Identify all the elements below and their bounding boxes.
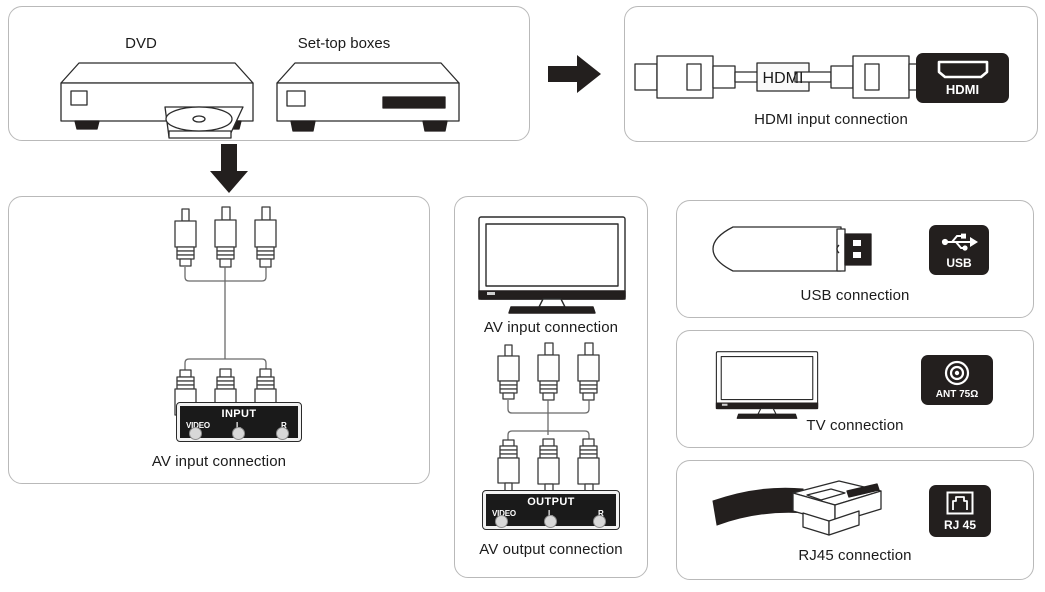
output-jack-r[interactable] xyxy=(593,515,606,528)
av-middle-panel: AV input connection xyxy=(454,196,648,578)
hdmi-panel-caption: HDMI input connection xyxy=(754,111,908,128)
output-jack-panel: OUTPUT VIDEO L R xyxy=(482,490,620,530)
tv-illustration-middle xyxy=(478,216,626,314)
hdmi-badge-text: HDMI xyxy=(945,82,980,97)
rj45-badge-text: RJ 45 xyxy=(943,518,977,532)
input-jack-label-video: VIDEO xyxy=(186,421,210,430)
input-jack-l[interactable] xyxy=(232,427,245,440)
coax-antenna-icon xyxy=(944,360,970,386)
tv-antenna-badge: ANT 75Ω xyxy=(921,355,993,405)
tv-illustration-right xyxy=(715,351,819,419)
set-top-box-illustration xyxy=(276,62,460,132)
av-input-panel: INPUT VIDEO L R AV input connection xyxy=(8,196,430,484)
output-jack-l[interactable] xyxy=(544,515,557,528)
dvd-player-illustration xyxy=(60,62,254,139)
rj45-port-icon xyxy=(946,491,974,515)
input-jack-label-r: R xyxy=(281,421,287,430)
usb-flash-drive-illustration xyxy=(712,226,872,272)
tv-antenna-badge-text: ANT 75Ω xyxy=(935,389,979,400)
output-jack-label-l: L xyxy=(548,509,553,518)
hdmi-port-icon xyxy=(937,60,988,79)
usb-badge: USB xyxy=(929,225,989,275)
arrow-sources-to-hdmi xyxy=(548,55,601,93)
hdmi-cable-label: HDMI xyxy=(763,70,804,87)
usb-panel-caption: USB connection xyxy=(800,287,910,304)
output-jack-label-r: R xyxy=(598,509,604,518)
usb-trident-icon xyxy=(941,233,978,251)
usb-badge-text: USB xyxy=(946,255,972,270)
source-devices-panel: DVD Set-top boxes xyxy=(8,6,530,141)
av-middle-tv-caption: AV input connection xyxy=(483,319,619,336)
input-jack-video[interactable] xyxy=(189,427,202,440)
input-panel-title: INPUT xyxy=(221,408,257,420)
arrow-sources-to-av xyxy=(210,144,248,193)
av-input-panel-caption: AV input connection xyxy=(151,453,287,470)
input-jack-r[interactable] xyxy=(276,427,289,440)
rj45-panel: RJ 45 RJ45 connection xyxy=(676,460,1034,580)
rj45-badge: RJ 45 xyxy=(929,485,991,537)
input-jack-label-l: L xyxy=(236,421,241,430)
output-panel-title: OUTPUT xyxy=(527,496,575,508)
tv-panel-caption: TV connection xyxy=(806,417,904,434)
rj45-panel-caption: RJ45 connection xyxy=(798,547,912,564)
tv-panel: ANT 75Ω TV connection xyxy=(676,330,1034,448)
output-jack-video[interactable] xyxy=(495,515,508,528)
hdmi-cable-illustration: HDMI xyxy=(634,55,926,99)
hdmi-panel: HDMI HDMI HDMI input connection xyxy=(624,6,1038,142)
rj45-cable-illustration xyxy=(712,480,882,536)
av-middle-panel-caption: AV output connection xyxy=(479,541,623,558)
output-jack-label-video: VIDEO xyxy=(492,509,516,518)
rca-cable-assembly-output xyxy=(497,342,600,496)
set-top-boxes-label: Set-top boxes xyxy=(297,35,391,52)
usb-panel: USB USB connection xyxy=(676,200,1034,318)
input-jack-panel: INPUT VIDEO L R xyxy=(176,402,302,442)
hdmi-badge: HDMI xyxy=(916,53,1009,103)
dvd-label: DVD xyxy=(125,35,157,52)
